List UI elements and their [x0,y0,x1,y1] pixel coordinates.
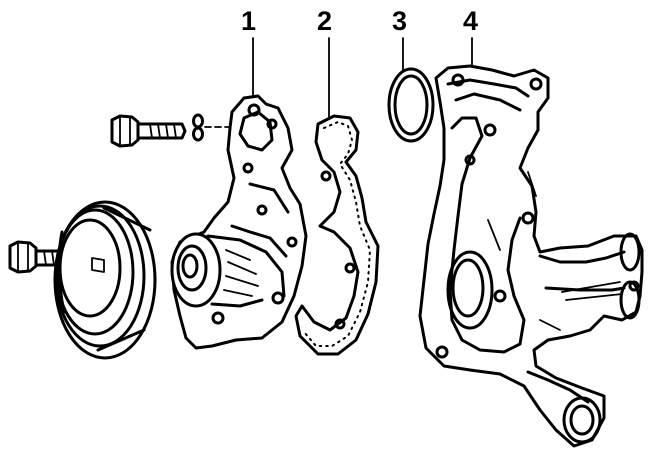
pump-housing [418,64,644,448]
callout-4: 4 [463,6,479,36]
pulley [53,200,157,360]
pump-body [170,94,308,350]
gasket [294,114,380,356]
upper-bolt [110,114,187,148]
callout-2: 2 [317,6,333,36]
callout-3: 3 [392,6,408,36]
large-o-ring [387,67,435,143]
small-o-ring [192,113,204,142]
callout-1: 1 [241,6,257,36]
